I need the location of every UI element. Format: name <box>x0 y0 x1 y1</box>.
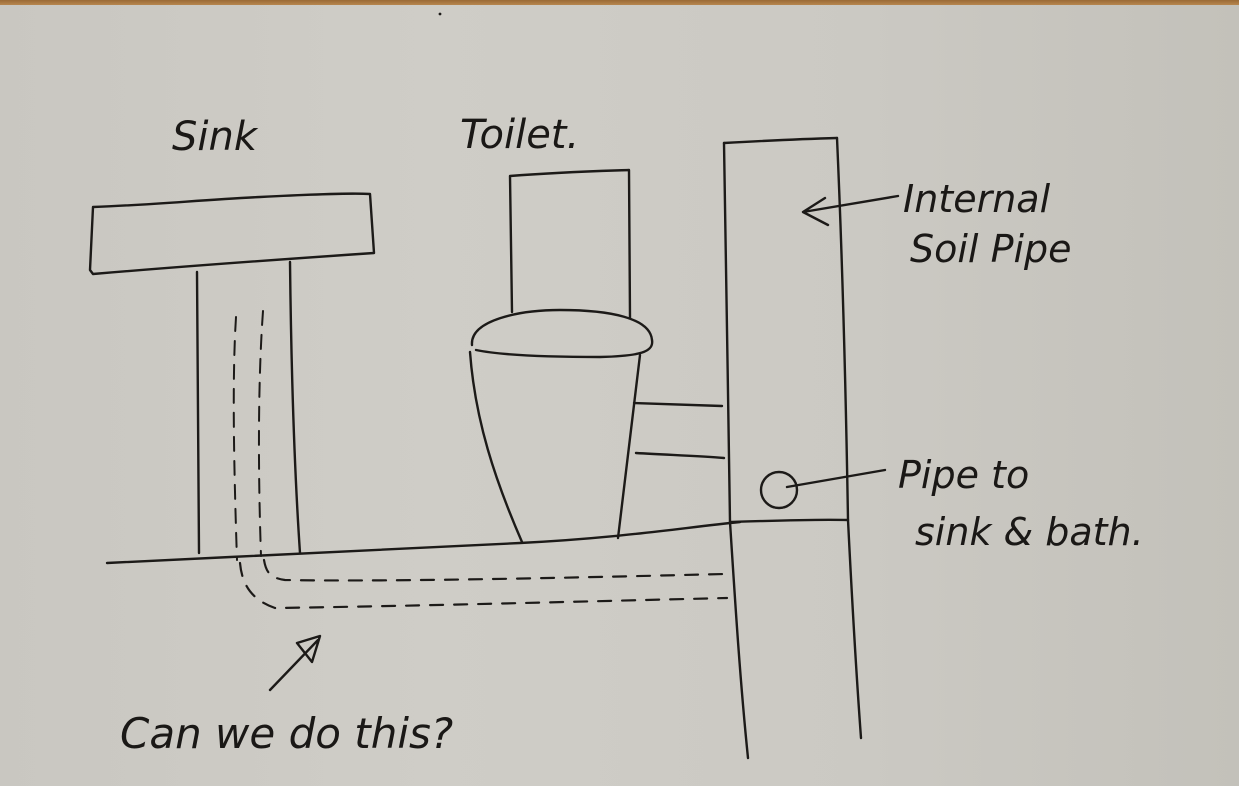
soil-pipe-label: Soil Pipe <box>910 227 1072 271</box>
pipe-to-leader-line <box>785 468 887 489</box>
soil-pipe-left-wall <box>722 141 750 760</box>
sink-label: Sink <box>172 114 259 160</box>
toilet-bowl-left <box>468 350 524 544</box>
proposed-drain <box>238 558 729 610</box>
toilet-cistern <box>508 168 632 320</box>
pipe-to-label: Pipe to <box>898 453 1029 497</box>
sink <box>88 192 376 561</box>
toilet-seat <box>470 308 654 359</box>
soil-pipe-box-bottom <box>728 518 850 524</box>
toilet <box>468 168 726 544</box>
toilet-bowl-right <box>616 353 642 540</box>
toilet-label: Toilet. <box>460 112 579 158</box>
sink-pedestal-right <box>288 260 302 555</box>
sink-waste-dashed-left <box>232 316 238 561</box>
soil-pipe-arrow-icon <box>801 194 900 227</box>
soil-pipe-right-wall <box>835 136 863 740</box>
sink-pedestal-left <box>195 270 201 555</box>
internal-soil-pipe <box>722 136 863 760</box>
question-arrow-icon <box>268 634 322 692</box>
proposed-drain-upper <box>262 558 727 582</box>
ink-dot <box>438 12 442 16</box>
floor-line <box>105 520 742 565</box>
sink-basin <box>88 192 376 276</box>
proposed-drain-lower <box>238 561 729 610</box>
pipe-to-sink-bath-circle <box>759 470 799 510</box>
soil-pipe-box-top <box>722 136 839 145</box>
sink-waste-dashed-right <box>257 310 264 557</box>
toilet-outlet-bottom <box>634 451 726 460</box>
sink-bath-label: sink & bath. <box>915 510 1144 554</box>
question-label: Can we do this? <box>120 709 453 758</box>
toilet-outlet-top <box>632 401 724 408</box>
table-edge <box>0 0 1239 5</box>
internal-label: Internal <box>903 177 1051 221</box>
